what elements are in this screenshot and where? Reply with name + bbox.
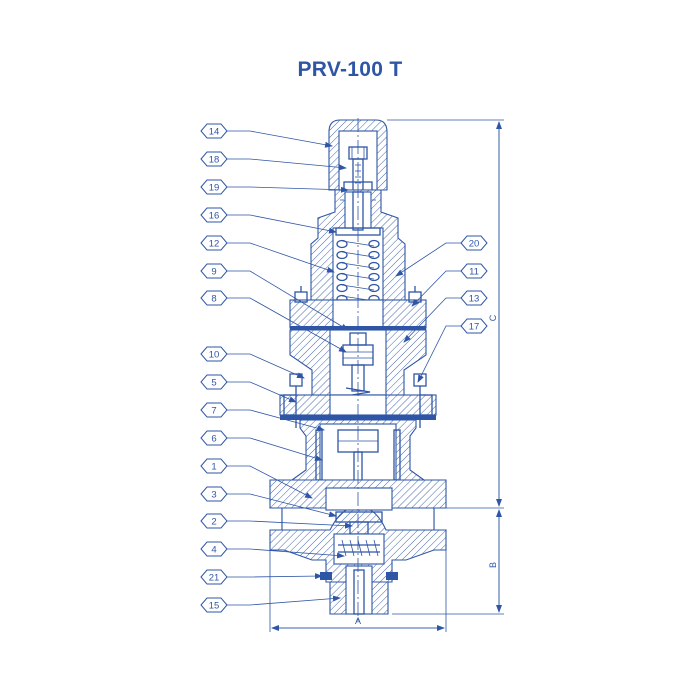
callout-5: 5: [200, 374, 228, 390]
callout-leader-5: [227, 381, 297, 403]
callout-number: 9: [211, 266, 216, 277]
callout-leader-11: [411, 270, 461, 307]
dimension-c: C: [387, 119, 504, 507]
callout-leader-17: [417, 325, 461, 383]
callout-tag-shape: [200, 179, 228, 195]
callout-number: 7: [211, 405, 216, 416]
callout-leader-20: [395, 242, 461, 277]
callout-14: 14: [200, 123, 228, 139]
callout-number: 8: [211, 293, 216, 304]
callout-leader-13: [403, 297, 461, 343]
callout-13: 13: [460, 290, 488, 306]
callout-11: 11: [460, 263, 488, 279]
callout-21: 21: [200, 569, 228, 585]
callout-number: 10: [209, 349, 220, 360]
callout-leader-4: [227, 548, 345, 559]
callout-number: 18: [209, 154, 220, 165]
callout-number: 19: [209, 182, 220, 193]
callout-10: 10: [200, 346, 228, 362]
callout-number: 17: [469, 321, 480, 332]
callout-leader-6: [227, 437, 323, 461]
callout-tag-shape: [200, 402, 228, 418]
callout-4: 4: [200, 541, 228, 557]
callout-tag-shape: [200, 513, 228, 529]
callout-1: 1: [200, 458, 228, 474]
callout-tag-shape: [200, 541, 228, 557]
callout-tag-shape: [200, 207, 228, 223]
callout-number: 13: [469, 293, 480, 304]
callout-tag-shape: [460, 318, 488, 334]
callout-leader-8: [227, 297, 347, 353]
callout-leader-16: [227, 214, 337, 234]
dimension-b: B: [392, 507, 504, 615]
callout-12: 12: [200, 235, 228, 251]
callout-8: 8: [200, 290, 228, 306]
callout-9: 9: [200, 263, 228, 279]
callout-leader-7: [227, 409, 325, 432]
callout-leader-19: [227, 186, 349, 193]
dimension-b-label: B: [488, 562, 498, 568]
callout-number: 16: [209, 210, 220, 221]
callout-number: 14: [209, 126, 220, 137]
callout-tag-shape: [200, 346, 228, 362]
callout-number: 12: [209, 238, 220, 249]
callout-16: 16: [200, 207, 228, 223]
callout-6: 6: [200, 430, 228, 446]
callout-17: 17: [460, 318, 488, 334]
callout-18: 18: [200, 151, 228, 167]
callout-15: 15: [200, 597, 228, 613]
callout-19: 19: [200, 179, 228, 195]
dimension-c-label: C: [488, 314, 498, 321]
callout-leader-1: [227, 465, 313, 499]
callout-number: 1: [211, 461, 216, 472]
callout-number: 3: [211, 489, 216, 500]
dimension-a-label: A: [355, 616, 361, 626]
callout-tag-shape: [200, 458, 228, 474]
callout-tag-shape: [200, 151, 228, 167]
dimension-a: A: [269, 550, 447, 632]
callout-tag-shape: [460, 235, 488, 251]
callout-leader-21: [227, 573, 323, 580]
callout-number: 2: [211, 516, 216, 527]
callout-tag-shape: [200, 263, 228, 279]
callout-number: 20: [469, 238, 480, 249]
callout-tag-shape: [200, 430, 228, 446]
callout-leader-10: [227, 353, 305, 379]
callout-3: 3: [200, 486, 228, 502]
callout-number: 21: [209, 572, 220, 583]
callout-number: 6: [211, 433, 216, 444]
bottom-plug: [320, 565, 398, 615]
callout-tag-shape: [460, 263, 488, 279]
callout-tag-shape: [200, 374, 228, 390]
callout-number: 4: [211, 544, 216, 555]
callout-leader-14: [227, 130, 333, 148]
callout-tag-shape: [200, 290, 228, 306]
callout-tag-shape: [200, 486, 228, 502]
callout-leader-18: [227, 158, 347, 171]
callout-2: 2: [200, 513, 228, 529]
callout-leader-2: [227, 520, 353, 529]
callout-7: 7: [200, 402, 228, 418]
callout-leader-9: [227, 270, 349, 331]
callout-tag-shape: [200, 597, 228, 613]
callout-leader-12: [227, 242, 335, 273]
callout-number: 5: [211, 377, 216, 388]
drawing-title: PRV-100 T: [297, 58, 403, 81]
callout-leader-3: [227, 493, 337, 518]
callout-number: 11: [469, 266, 479, 277]
callout-tag-shape: [200, 123, 228, 139]
callout-number: 15: [209, 600, 220, 611]
callout-tag-shape: [460, 290, 488, 306]
callout-tag-shape: [200, 235, 228, 251]
callout-tag-shape: [200, 569, 228, 585]
callout-leader-15: [227, 595, 341, 606]
callout-20: 20: [460, 235, 488, 251]
